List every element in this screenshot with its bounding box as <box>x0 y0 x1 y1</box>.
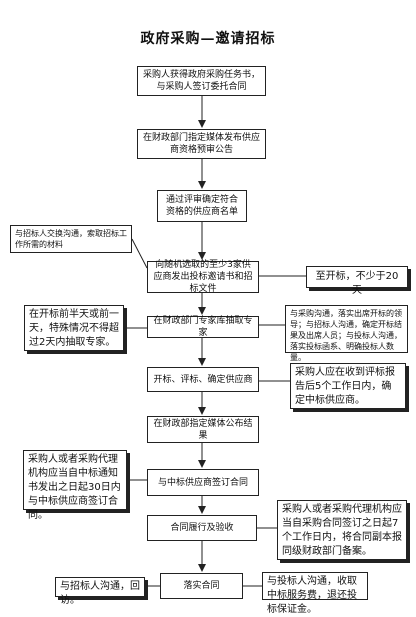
step-sign-contract: 与中标供应商签订合同 <box>147 469 259 496</box>
step-qualified-supplier-list: 通过评审确定符合资格的供应商名单 <box>157 190 247 222</box>
step-open-evaluate-bids: 开标、评标、确定供应商 <box>147 367 259 392</box>
note-service-fee: 与投标人沟通，收取中标服务费，退还投标保证金。 <box>262 572 368 615</box>
step-delegation-contract: 采购人获得政府采购任务书，与采购人签订委托合同 <box>137 66 266 96</box>
step-publish-result: 在财政部指定媒体公布结果 <box>147 416 259 443</box>
connector-lines <box>124 96 306 587</box>
step-draw-experts: 在财政部门专家库抽取专家 <box>147 316 259 338</box>
step-contract-acceptance: 合同履行及验收 <box>147 515 257 541</box>
step-prequalification-notice: 在财政部门指定媒体发布供应商资格预审公告 <box>137 129 266 159</box>
connector <box>131 238 148 269</box>
step-send-invitations: 向随机选取的至少3家供应商发出投标邀请书和招标文件 <box>147 260 259 294</box>
note-expert-timing: 在开标前半天或前一天，特殊情况不得超过2天内抽取专家。 <box>24 305 124 351</box>
note-evaluation-report: 采购人应在收到评标报告后5个工作日内，确定中标供应商。 <box>290 363 406 409</box>
note-bidding-coordination: 与采购沟通，落实出席开标的领导；与招标人沟通，确定开标结果及出席人员；与投标人沟… <box>285 305 408 362</box>
page-title: 政府采购—邀请招标 <box>140 31 276 47</box>
step-implement-contract: 落实合同 <box>160 573 243 599</box>
note-contract-filing: 采购人或者采购代理机构应当自采购合同签订之日起7个工作日内，将合同副本报同级财政… <box>277 500 407 560</box>
note-deadline: 至开标，不少于20天 <box>306 266 408 296</box>
note-exchange-materials: 与招标人交换沟通，索取招标工作所需的材料 <box>10 225 132 253</box>
note-contract-deadline: 采购人或者采购代理机构应当自中标通知书发出之日起30日内与中标供应商签订合同。 <box>23 450 127 521</box>
note-follow-up-visit: 与招标人沟通，回访。 <box>55 577 145 606</box>
